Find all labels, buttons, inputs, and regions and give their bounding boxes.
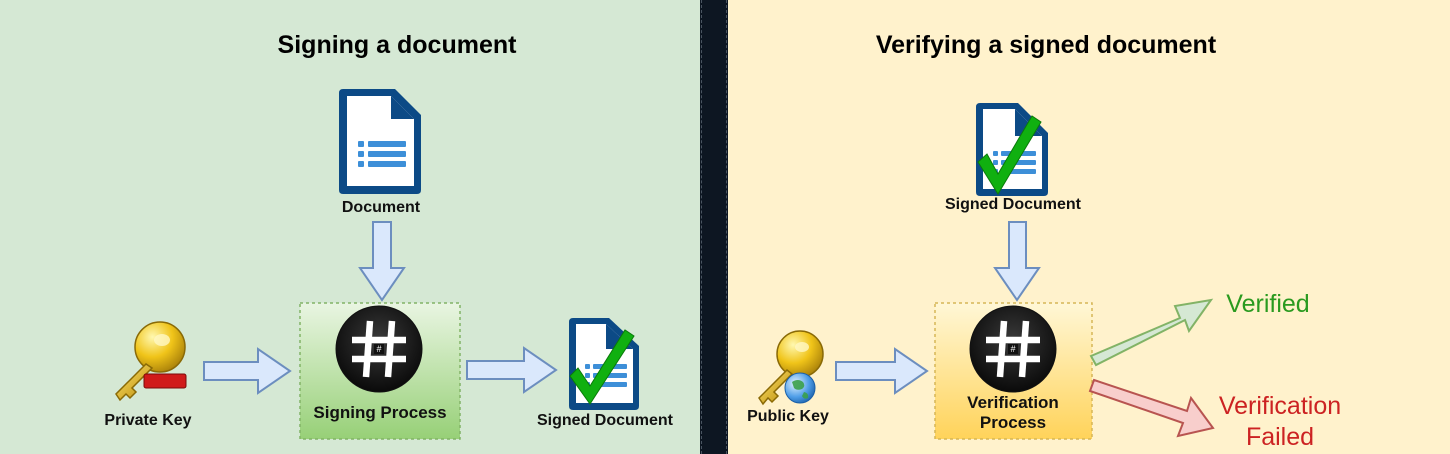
flow-arrow-down — [358, 221, 406, 302]
document-icon — [339, 89, 421, 194]
checkmark-icon — [977, 115, 1042, 195]
private-key-label: Private Key — [104, 412, 191, 429]
flow-arrow-down — [993, 221, 1041, 302]
flow-arrow-right — [466, 346, 558, 394]
svg-text:#: # — [376, 344, 381, 354]
panel-divider — [700, 0, 728, 454]
key-icon — [758, 330, 824, 406]
signed-document-label: Signed Document — [945, 196, 1082, 213]
document-label: Document — [342, 199, 421, 216]
verifying-title: Verifying a signed document — [876, 31, 1217, 59]
failed-label-line2: Failed — [1246, 423, 1314, 451]
svg-text:#: # — [1010, 344, 1015, 354]
signing-title: Signing a document — [278, 31, 518, 59]
verified-label: Verified — [1226, 290, 1309, 318]
failed-arrow — [1088, 378, 1215, 438]
signed-document-label: Signed Document — [537, 412, 674, 429]
flow-arrow-right — [835, 347, 929, 395]
failed-label-line1: Verification — [1219, 392, 1341, 420]
public-key-label: Public Key — [747, 408, 829, 425]
verified-arrow — [1089, 298, 1214, 367]
key-icon — [115, 321, 186, 402]
hash-icon: # — [969, 305, 1057, 393]
verification-process-label-line2: Process — [980, 413, 1046, 432]
checkmark-icon — [569, 329, 635, 405]
hash-icon: # — [335, 305, 423, 393]
signing-process-label: Signing Process — [313, 403, 446, 422]
globe-icon — [784, 372, 816, 404]
minus-badge-icon — [143, 373, 187, 389]
flow-arrow-right — [203, 347, 292, 395]
verification-process-label-line1: Verification — [967, 393, 1059, 412]
